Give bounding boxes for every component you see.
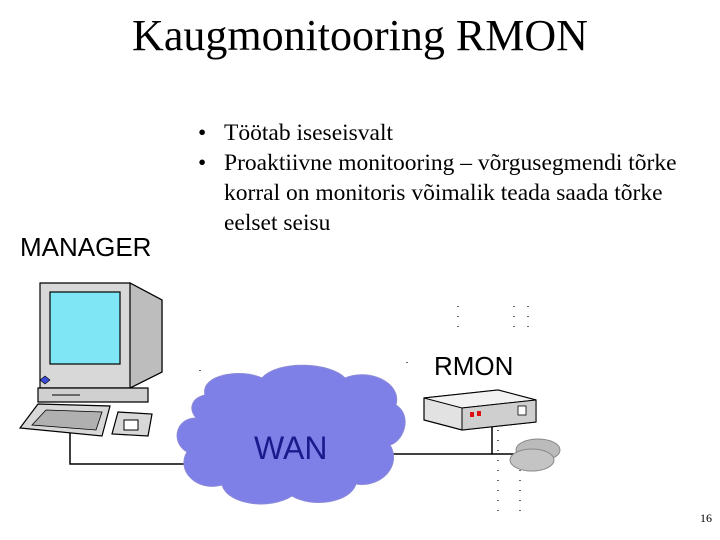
bullet-list: • Töötab iseseisvalt • Proaktiivne monit… [198, 118, 698, 238]
bullet-item: • Töötab iseseisvalt [198, 118, 698, 148]
bullet-item: • Proaktiivne monitooring – võrgusegmend… [198, 148, 698, 238]
wan-label: WAN [254, 430, 328, 466]
rmon-probe-icon [423, 389, 537, 431]
wan-cloud-icon [176, 364, 406, 505]
segment-disc-icon [509, 438, 561, 472]
manager-label: MANAGER [20, 232, 152, 262]
power-led-icon [39, 375, 51, 385]
rmon-label: RMON [434, 351, 514, 381]
bullet-text: Proaktiivne monitooring – võrgusegmendi … [224, 150, 677, 236]
monitor-screen [49, 291, 121, 365]
bullet-dot: • [198, 120, 207, 146]
bullet-text: Töötab iseseisvalt [224, 120, 394, 146]
page-number: 16 [700, 511, 712, 525]
slide-title: Kaugmonitooring RMON [132, 11, 588, 60]
manager-computer-icon [18, 282, 163, 437]
dotted-traces [199, 306, 529, 520]
bullet-dot: • [198, 150, 207, 176]
